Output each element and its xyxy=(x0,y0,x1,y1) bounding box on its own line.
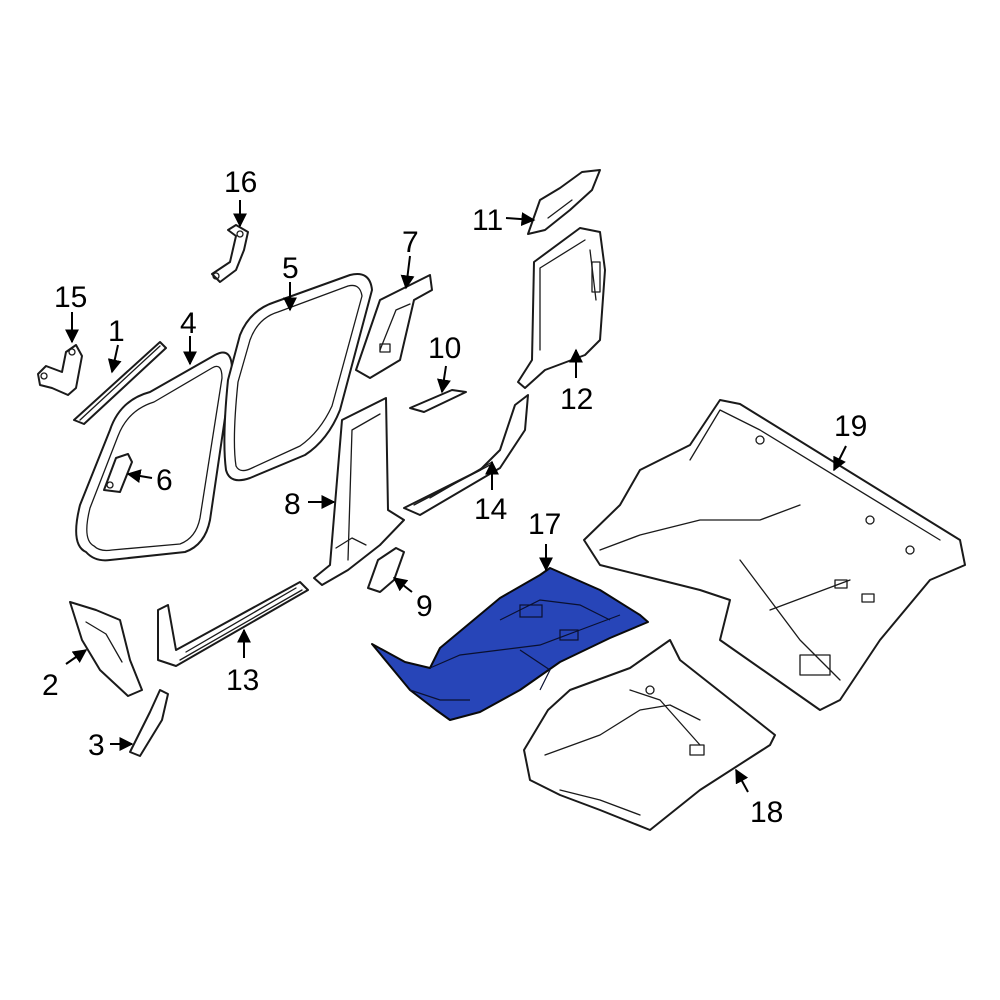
callout-17: 17 xyxy=(528,508,561,541)
callout-1: 1 xyxy=(108,315,125,348)
part-18-front-floor xyxy=(523,639,776,831)
callout-lines xyxy=(65,200,847,793)
part-16-grab-handle xyxy=(211,224,249,283)
callout-9: 9 xyxy=(416,590,433,623)
callout-7: 7 xyxy=(402,226,419,259)
part-8-b-pillar-lower xyxy=(313,397,405,586)
part-17-floor-insulator-highlighted xyxy=(371,567,649,721)
part-19-rear-floor xyxy=(583,399,966,711)
part-14-sill-plate-rear xyxy=(403,394,529,516)
callout-11: 11 xyxy=(472,204,503,237)
part-10-pad xyxy=(409,389,467,413)
part-5-rear-weatherstrip xyxy=(223,273,373,482)
callout-19: 19 xyxy=(834,410,867,443)
callout-12: 12 xyxy=(560,383,593,416)
part-15-grab-handle xyxy=(37,344,83,396)
callout-6: 6 xyxy=(156,464,173,497)
part-2-kick-panel xyxy=(69,601,143,697)
callout-4: 4 xyxy=(180,307,197,340)
callout-13: 13 xyxy=(226,664,259,697)
part-13-sill-plate-front xyxy=(157,581,309,667)
part-11-upper-trim xyxy=(527,169,601,235)
callout-8: 8 xyxy=(284,488,301,521)
part-12-c-pillar-trim xyxy=(517,227,606,389)
callout-2: 2 xyxy=(42,669,59,702)
callout-14: 14 xyxy=(474,493,507,526)
part-6-clip xyxy=(103,453,133,493)
callout-3: 3 xyxy=(88,729,105,762)
part-17-body xyxy=(371,567,649,721)
callout-labels: 15 1 4 5 6 16 7 8 9 10 11 12 13 14 2 3 1… xyxy=(42,166,867,829)
part-4-door-weatherstrip xyxy=(75,351,233,562)
callout-10: 10 xyxy=(428,332,461,365)
part-3-scuff xyxy=(129,689,169,757)
callout-18: 18 xyxy=(750,796,783,829)
callout-15: 15 xyxy=(54,281,87,314)
callout-5: 5 xyxy=(282,252,299,285)
part-1-trim-strip xyxy=(73,341,167,425)
callout-16: 16 xyxy=(224,166,257,199)
part-7-pillar-trim xyxy=(355,274,433,379)
part-9-clip xyxy=(367,547,405,593)
